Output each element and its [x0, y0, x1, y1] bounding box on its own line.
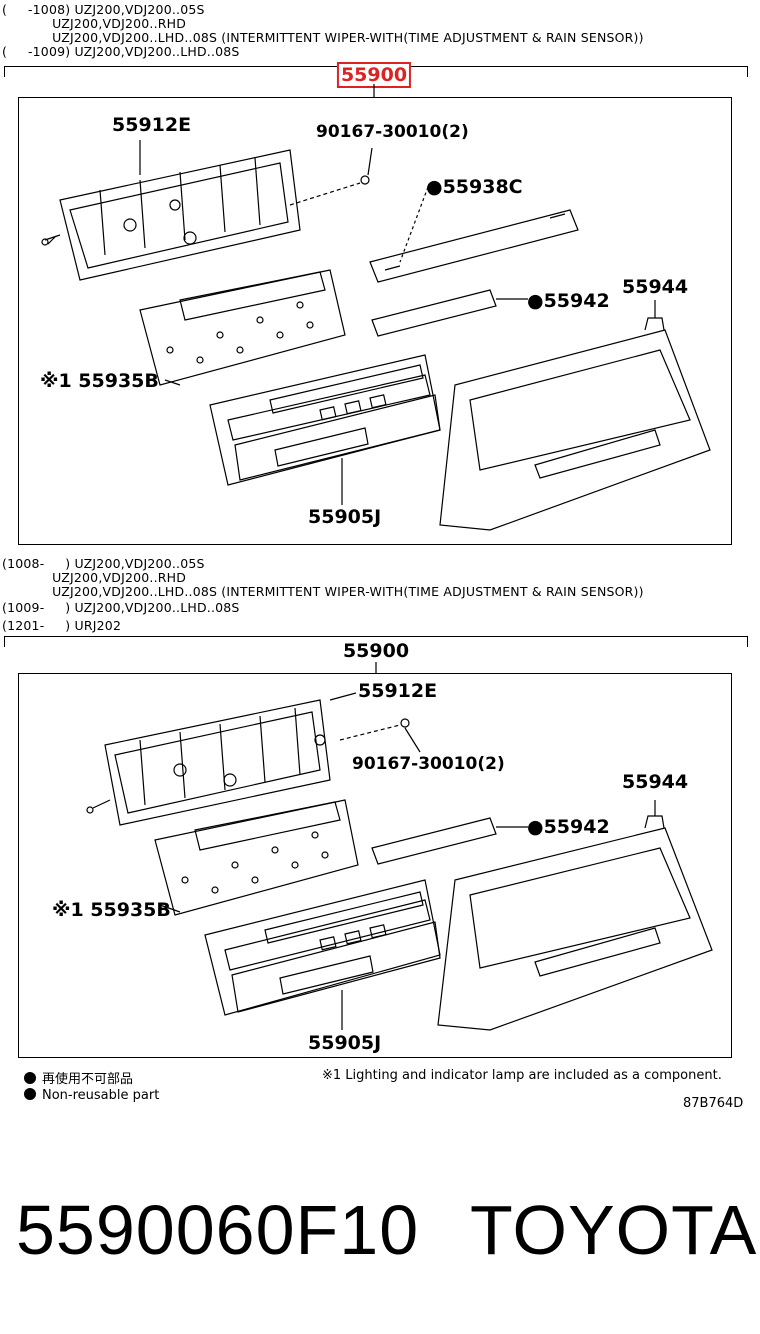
assembly-number-highlighted[interactable]: 55900 — [336, 62, 412, 88]
applicability-line: ( -1009) UZJ200,VDJ200..LHD..08S — [2, 44, 240, 59]
part-label-55944[interactable]: 55944 — [622, 276, 689, 298]
part-label-55912e[interactable]: 55912E — [112, 114, 192, 136]
applicability-line: (1009- ) UZJ200,VDJ200..LHD..08S — [2, 600, 240, 615]
applicability-line: UZJ200,VDJ200..LHD..08S (INTERMITTENT WI… — [2, 30, 644, 45]
legend-non-reusable-jp: 再使用不可部品 — [24, 1068, 133, 1087]
part-label-55912e[interactable]: 55912E — [358, 680, 438, 702]
part-number-title: 5590060F10 — [16, 1191, 420, 1269]
part-label-90167-30010[interactable]: 90167-30010(2) — [352, 754, 505, 774]
applicability-line: (1201- ) URJ202 — [2, 618, 122, 633]
part-label-55944[interactable]: 55944 — [622, 771, 689, 793]
assembly-number[interactable]: 55900 — [342, 640, 410, 662]
applicability-line: (1008- ) UZJ200,VDJ200..05S — [2, 556, 205, 571]
part-label-90167-30010[interactable]: 90167-30010(2) — [316, 122, 469, 142]
legend-text: Non-reusable part — [42, 1088, 160, 1103]
bracket-55912e-drawing — [41, 140, 301, 281]
sheet-55942-drawing — [371, 289, 528, 337]
applicability-line: UZJ200,VDJ200..LHD..08S (INTERMITTENT WI… — [2, 584, 644, 599]
footnote: ※1 Lighting and indicator lamp are inclu… — [322, 1068, 722, 1083]
board-55935b-drawing — [139, 269, 346, 386]
filled-circle-icon — [24, 1088, 36, 1100]
assembly-bracket — [4, 636, 748, 647]
panel-55938c-drawing — [369, 186, 579, 283]
filled-circle-icon — [24, 1072, 36, 1084]
applicability-line: UZJ200,VDJ200..RHD — [2, 16, 187, 31]
part-label-55942[interactable]: ●55942 — [527, 816, 610, 838]
screw-90167-drawing — [339, 718, 421, 753]
control-panel-55905j-drawing — [204, 879, 441, 1030]
sheet-55942-drawing — [371, 817, 528, 865]
control-panel-55905j-drawing — [209, 354, 441, 505]
part-label-55942[interactable]: ●55942 — [527, 290, 610, 312]
part-label-55935b[interactable]: ※1 55935B — [40, 370, 159, 392]
part-label-55905j[interactable]: 55905J — [308, 506, 382, 528]
bezel-55944-drawing — [439, 300, 711, 531]
applicability-line: UZJ200,VDJ200..RHD — [2, 570, 187, 585]
board-55935b-drawing — [154, 799, 359, 916]
diagram-code: 87B764D — [683, 1096, 744, 1111]
part-label-55905j[interactable]: 55905J — [308, 1032, 382, 1054]
diagram-frame — [18, 673, 732, 1058]
brand-title: TOYOTA — [470, 1191, 758, 1269]
legend-text: 再使用不可部品 — [42, 1072, 134, 1087]
legend-non-reusable-en: Non-reusable part — [24, 1088, 159, 1103]
screw-90167-drawing — [289, 147, 373, 206]
diagram-frame — [18, 97, 732, 545]
applicability-line: ( -1008) UZJ200,VDJ200..05S — [2, 2, 205, 17]
bezel-55944-drawing — [437, 800, 713, 1031]
part-label-55938c[interactable]: ●55938C — [426, 176, 523, 198]
bracket-55912e-drawing — [86, 692, 357, 826]
part-label-55935b[interactable]: ※1 55935B — [52, 899, 171, 921]
